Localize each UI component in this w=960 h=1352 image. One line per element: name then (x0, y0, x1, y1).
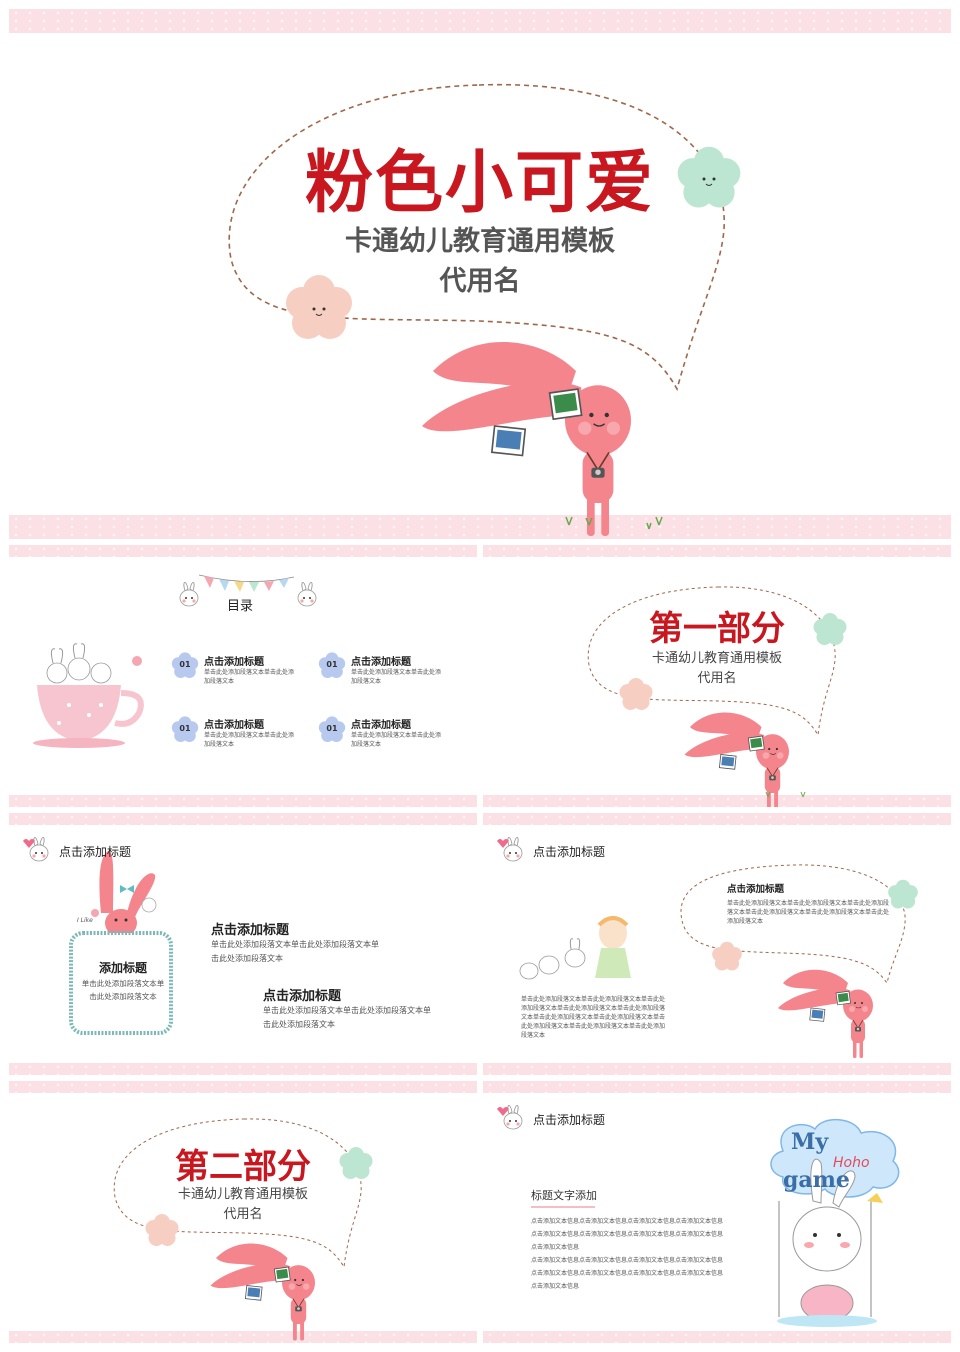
body-text: 单击此处添加段落文本单击此处添加段落文本单击此处添加段落文本单击此处添加段落文本… (521, 996, 666, 1039)
cloud-text-hoho: Hoho (833, 1155, 870, 1171)
bottom-stripe (9, 795, 477, 807)
top-stripe (483, 813, 951, 825)
bottom-stripe (9, 515, 951, 539)
toc-item-1-title[interactable]: 点击添加标题 (204, 657, 264, 668)
cloud-text-game: game (783, 1167, 850, 1193)
part1-subtitle: 卡通幼儿教育通用模板 (651, 651, 782, 666)
cover-subtitle: 卡通幼儿教育通用模板 (345, 226, 615, 257)
bottom-stripe (483, 1063, 951, 1075)
cover-slide[interactable]: 粉色小可爱 卡通幼儿教育通用模板 代用名 (9, 9, 951, 539)
swing-bunny-illustration (777, 1158, 883, 1327)
block1-text: 单击此处添加段落文本单击此处添加段落文本单击此处添加段落文本 (211, 940, 379, 963)
block2-text: 单击此处添加段落文本单击此处添加段落文本单击此处添加段落文本 (263, 1006, 431, 1029)
frame-sign: I Like (77, 917, 93, 924)
speech-bubble-outline (228, 83, 741, 537)
bunny-illustration (684, 712, 790, 807)
toc-title: 目录 (227, 599, 254, 614)
slide7-header[interactable]: 点击添加标题 (533, 1113, 606, 1127)
slide7-illustrations (497, 1104, 900, 1327)
toc-illustrations (33, 574, 346, 748)
content-slide-3[interactable]: 点击添加标题 标题文字添加 点击添加文本信息点击添加文本信息点击添加文本信息点击… (483, 1081, 951, 1343)
part2-author: 代用名 (223, 1207, 263, 1222)
block1-title[interactable]: 点击添加标题 (211, 923, 290, 938)
part1-slide[interactable]: 第一部分 卡通幼儿教育通用模板 代用名 (483, 545, 951, 807)
flower-mint-icon (888, 879, 918, 909)
para-1: 点击添加文本信息点击添加文本信息点击添加文本信息点击添加文本信息点击添加文本信息… (531, 1218, 724, 1251)
toc-item-4-text: 单击此处添加段落文本单击此处添加段落文本 (351, 732, 442, 748)
tiny-bunny-right-icon (297, 581, 317, 607)
bubble-text: 单击此处添加段落文本单击此处添加段落文本单击此处添加段落文本单击此处添加段落文本… (727, 900, 890, 925)
part2-title: 第二部分 (175, 1147, 311, 1187)
bottom-stripe (9, 1331, 477, 1343)
toc-item-3-text: 单击此处添加段落文本单击此处添加段落文本 (204, 732, 295, 748)
toc-item-3-title[interactable]: 点击添加标题 (204, 720, 264, 731)
toc-item-4-title[interactable]: 点击添加标题 (351, 720, 411, 731)
toc-item-2-title[interactable]: 点击添加标题 (351, 657, 411, 668)
top-stripe (9, 1081, 477, 1093)
section-title[interactable]: 标题文字添加 (531, 1189, 597, 1202)
content-slide-2[interactable]: 点击添加标题 点击添加标题 单击此处添加段落文本单击此处添加段落文本单击此处添加… (483, 813, 951, 1075)
bird-icon (867, 1193, 883, 1203)
bottom-stripe (483, 795, 951, 807)
top-stripe (9, 545, 477, 557)
slide5-illustrations (497, 836, 918, 1059)
slide5-header[interactable]: 点击添加标题 (533, 845, 606, 859)
top-stripe (483, 1081, 951, 1093)
block2-title[interactable]: 点击添加标题 (263, 989, 342, 1004)
content-slide-1[interactable]: I Like 添加标题 单击此处添加段落文本单击此处添加段落文本 点击添加标题 … (9, 813, 477, 1075)
top-stripe (483, 545, 951, 557)
toc-item-2-number: 01 (326, 660, 338, 669)
frame-text: 单击此处添加段落文本单击此处添加段落文本 (81, 979, 165, 1001)
game-cloud-icon (770, 1118, 900, 1198)
girl-animals-illustration (519, 916, 631, 980)
bunny-illustration (421, 341, 632, 537)
heart-icon (497, 1107, 509, 1116)
bunny-illustration (777, 969, 874, 1059)
bunting-icon (198, 574, 295, 592)
top-stripe (9, 9, 951, 33)
heart-icon (497, 839, 509, 848)
top-stripe (9, 813, 477, 825)
para-2: 点击添加文本信息点击添加文本信息点击添加文本信息点击添加文本信息点击添加文本信息… (531, 1257, 724, 1290)
slide4-illustrations (23, 836, 173, 1035)
teacup-bunnies-icon (33, 643, 144, 748)
frame-title: 添加标题 (98, 961, 147, 975)
toc-item-2-text: 单击此处添加段落文本单击此处添加段落文本 (351, 669, 442, 685)
cover-author: 代用名 (439, 266, 521, 297)
part2-subtitle: 卡通幼儿教育通用模板 (177, 1187, 308, 1202)
part1-author: 代用名 (697, 671, 737, 686)
part1-title: 第一部分 (649, 609, 785, 649)
cover-title: 粉色小可爱 (304, 144, 655, 223)
part2-slide[interactable]: 第二部分 卡通幼儿教育通用模板 代用名 (9, 1081, 477, 1343)
toc-item-4-number: 01 (326, 724, 338, 733)
flower-peach-icon (712, 941, 742, 971)
toc-slide[interactable]: 目录 01 点击添加标题 单击此处添加段落文本单击此处添加段落文本 01 点击添… (9, 545, 477, 807)
toc-item-1-number: 01 (179, 660, 191, 669)
bubble-title[interactable]: 点击添加标题 (727, 884, 785, 895)
frame-border (69, 931, 173, 1035)
slide4-header[interactable]: 点击添加标题 (59, 845, 132, 859)
tall-bunny-illustration (91, 851, 157, 937)
toc-item-3-number: 01 (179, 724, 191, 733)
grass-sprouts-icon (565, 516, 663, 530)
part1-illustrations (587, 586, 847, 807)
tiny-bunny-left-icon (179, 581, 199, 607)
bottom-stripe (483, 1331, 951, 1343)
bottom-stripe (9, 1063, 477, 1075)
toc-item-1-text: 单击此处添加段落文本单击此处添加段落文本 (204, 669, 295, 685)
cloud-text-my: My (791, 1129, 829, 1155)
heart-icon (23, 839, 35, 848)
bunny-illustration (210, 1243, 316, 1341)
